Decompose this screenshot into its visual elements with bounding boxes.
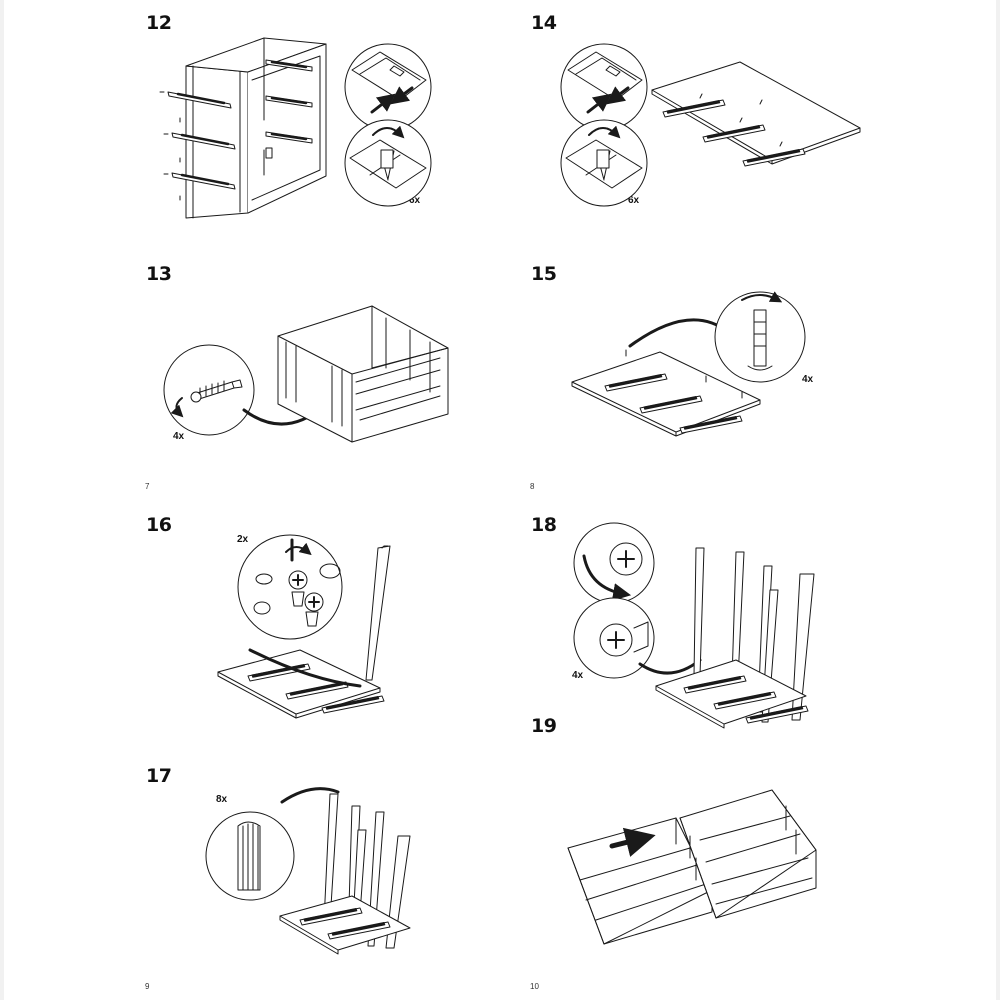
left-edge-strip xyxy=(0,0,4,1000)
step-14-illustration xyxy=(561,44,860,206)
step-number-12: 12 xyxy=(146,12,172,34)
count-label-18: 4x xyxy=(572,670,584,681)
step-17-illustration xyxy=(206,789,410,954)
count-label-12: 6x xyxy=(409,195,421,206)
page-number-7: 7 xyxy=(145,482,150,491)
page-number-9: 9 xyxy=(145,982,150,991)
page-number-10: 10 xyxy=(530,982,539,991)
step-number-15: 15 xyxy=(531,263,557,285)
count-label-15: 4x xyxy=(802,374,814,385)
step-15-illustration xyxy=(572,291,805,436)
count-label-14: 6x xyxy=(628,195,640,206)
count-label-13: 4x xyxy=(173,431,185,442)
step-number-19: 19 xyxy=(531,715,557,737)
step-18-illustration xyxy=(574,523,814,728)
step-number-16: 16 xyxy=(146,514,172,536)
step-number-17: 17 xyxy=(146,765,172,787)
step-12-illustration xyxy=(160,38,431,218)
right-edge-strip xyxy=(996,0,1000,1000)
step-16-illustration xyxy=(218,535,390,718)
step-number-13: 13 xyxy=(146,263,172,285)
step-number-14: 14 xyxy=(531,12,557,34)
count-label-17: 8x xyxy=(216,794,228,805)
count-label-16: 2x xyxy=(237,534,249,545)
step-13-illustration xyxy=(164,306,448,442)
page-number-8: 8 xyxy=(530,482,535,491)
step-19-illustration xyxy=(568,790,816,944)
step-number-18: 18 xyxy=(531,514,557,536)
